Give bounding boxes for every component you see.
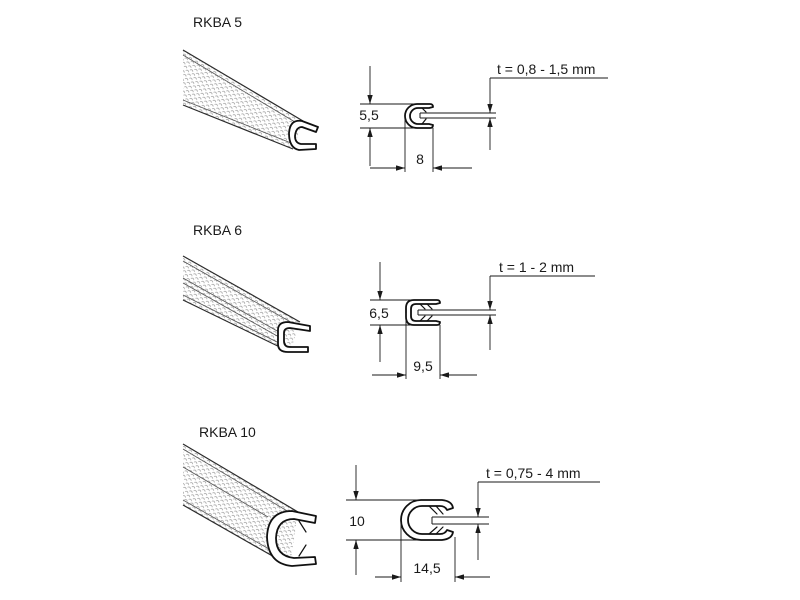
trim-textured-surface — [183, 444, 298, 566]
trim-end-profile — [288, 119, 319, 151]
profile-section-rkba-5: RKBA 5 5,5 8 — [182, 14, 608, 172]
gripping-finger-line — [419, 303, 426, 310]
trim-textured-surface — [183, 50, 303, 149]
cross-section-profile — [400, 499, 454, 541]
trim-edge-line — [182, 49, 304, 122]
gripping-finger-line — [298, 520, 307, 533]
trim-edge-line — [182, 260, 297, 326]
profile-section-rkba-10: RKBA 10 10 — [182, 424, 600, 582]
trim-edge-line — [182, 255, 301, 323]
trim-perspective-view — [182, 49, 319, 151]
trim-edge-line — [182, 299, 291, 353]
height-dimension-label: 5,5 — [359, 107, 379, 123]
trim-edge-line — [182, 104, 294, 150]
profile-title: RKBA 6 — [193, 222, 242, 238]
profile-title: RKBA 10 — [199, 424, 256, 440]
trim-fold-line — [182, 282, 280, 338]
trim-textured-surface — [183, 256, 300, 352]
cross-section-profile — [405, 299, 441, 326]
gripping-finger-line — [419, 315, 426, 322]
trim-end-profile — [277, 321, 311, 353]
cross-section-profile — [404, 103, 434, 129]
gripping-finger-line — [428, 526, 438, 535]
trim-edge-line — [182, 294, 286, 347]
gripping-finger-line — [435, 526, 444, 535]
cross-section-drawing: 10 14,5 t = 0,75 - 4 mm — [346, 465, 600, 582]
profile-section-rkba-6: RKBA 6 6,5 — [182, 222, 595, 379]
gripping-finger-line — [426, 315, 433, 322]
trim-edge-line — [182, 443, 299, 513]
gripping-finger-line — [298, 544, 307, 557]
width-dimension-label: 8 — [416, 151, 424, 167]
gripping-finger-line — [426, 303, 433, 310]
thickness-range-label: t = 1 - 2 mm — [499, 259, 574, 275]
gripping-finger-line — [421, 107, 427, 113]
trim-fold-line — [182, 277, 280, 333]
trim-edge-line — [182, 54, 301, 126]
cross-section-drawing: 6,5 9,5 t = 1 - 2 mm — [369, 259, 595, 379]
gripping-finger-line — [428, 505, 438, 515]
trim-edge-line — [182, 99, 292, 144]
thickness-range-label: t = 0,75 - 4 mm — [486, 465, 581, 481]
cross-section-drawing: 5,5 8 t = 0,8 - 1,5 mm — [359, 61, 608, 172]
height-dimension-label: 10 — [349, 513, 365, 529]
trim-edge-line — [182, 499, 284, 558]
width-dimension-label: 14,5 — [413, 560, 440, 576]
trim-edge-line — [182, 448, 295, 516]
trim-perspective-view — [182, 443, 317, 567]
trim-end-profile — [266, 510, 317, 567]
width-dimension-label: 9,5 — [413, 358, 433, 374]
height-dimension-label: 6,5 — [369, 305, 389, 321]
gripping-finger-line — [435, 505, 444, 515]
trim-fold-line — [182, 466, 269, 518]
thickness-range-label: t = 0,8 - 1,5 mm — [497, 61, 595, 77]
gripping-finger-line — [421, 118, 427, 125]
trim-perspective-view — [182, 255, 311, 353]
profile-title: RKBA 5 — [193, 14, 242, 30]
